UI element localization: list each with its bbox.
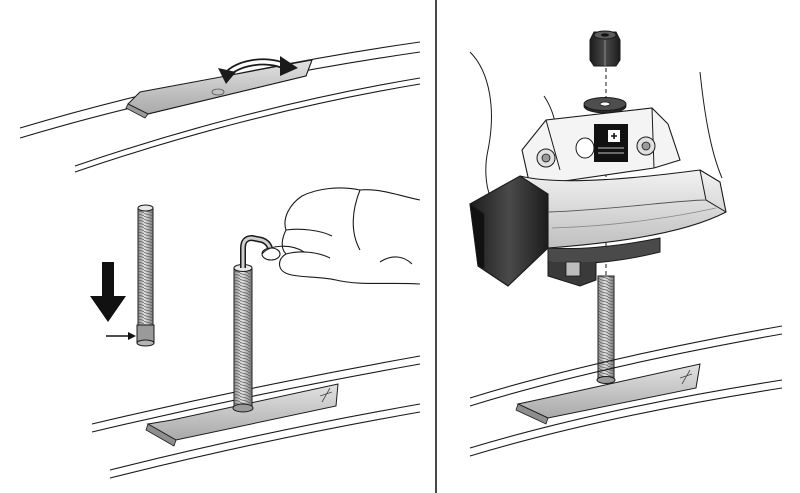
roof-rail-bottom [91, 355, 421, 479]
hand-illustration [261, 187, 421, 285]
down-arrow-icon [90, 262, 126, 322]
installed-bolt [232, 264, 254, 413]
roof-rail-top [19, 41, 421, 173]
hex-nut [589, 30, 621, 67]
roof-rack-foot [469, 107, 727, 287]
washer [583, 97, 627, 114]
right-panel [469, 30, 783, 457]
foot-bolt [596, 275, 616, 384]
rail-slot-plate-right [515, 363, 701, 425]
loose-bolt [136, 204, 155, 347]
left-panel [19, 41, 421, 479]
hex-key-tool [240, 235, 273, 268]
flip-arrow-icon [218, 56, 298, 84]
slot-cover-plate [125, 59, 313, 119]
warning-label [594, 124, 628, 162]
roof-rail-right [469, 325, 783, 457]
pointer-arrow-icon [106, 332, 136, 340]
